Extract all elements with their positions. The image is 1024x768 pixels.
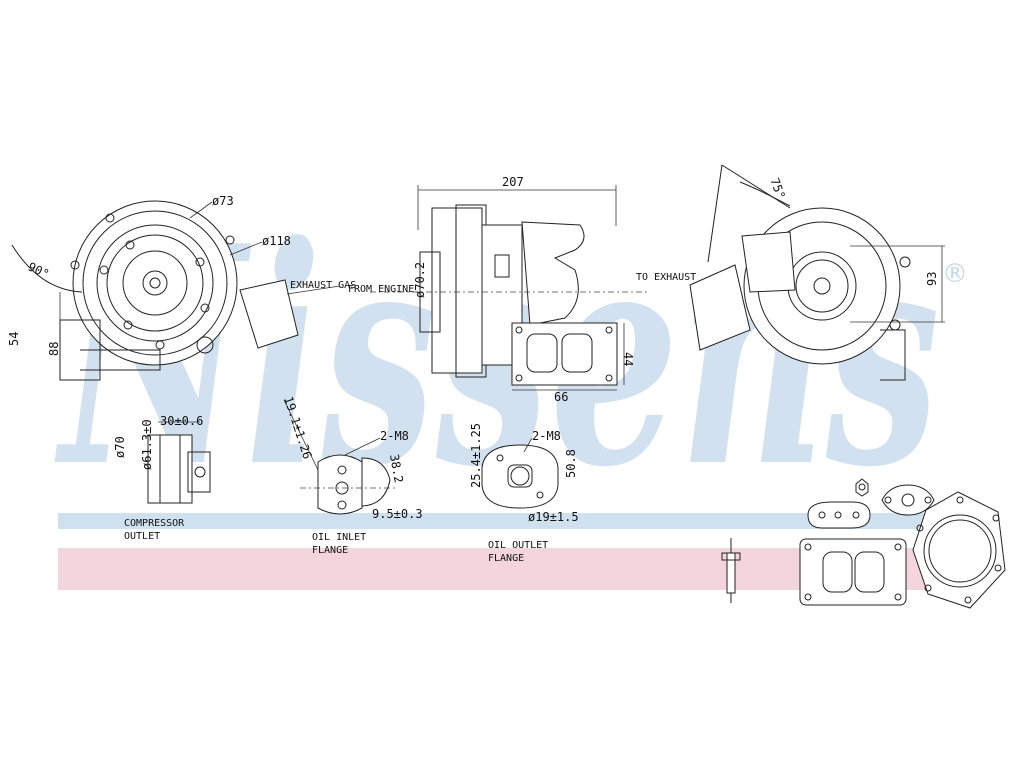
compressor-front-view xyxy=(11,200,299,381)
turbine-rear-view xyxy=(689,164,911,381)
dim-outlet-70: ø70 xyxy=(113,436,127,458)
dim-outlet-61: ø61.3±0 xyxy=(140,419,154,470)
oil-inlet-flange-detail xyxy=(283,399,395,515)
turbo-side-view xyxy=(370,204,650,386)
registered-mark: ® xyxy=(942,259,968,289)
label-oil-outlet-2: FLANGE xyxy=(488,553,524,564)
dim-oil-in-thread: 2-M8 xyxy=(380,429,409,443)
dim-flange-73: ø73 xyxy=(212,194,234,208)
dim-inlet-70: ø70.2 xyxy=(413,262,427,298)
label-oil-outlet-1: OIL OUTLET xyxy=(488,540,548,551)
label-compressor-outlet-1: COMPRESSOR xyxy=(124,518,185,529)
dim-oil-out-thread: 2-M8 xyxy=(532,429,561,443)
dim-flange-66: 66 xyxy=(554,390,568,404)
oil-outlet-flange-detail xyxy=(481,437,559,509)
dim-housing-118: ø118 xyxy=(262,234,291,248)
dim-outlet-30: 30±0.6 xyxy=(160,414,203,428)
dim-height-88: 88 xyxy=(47,342,61,356)
dim-length-207: 207 xyxy=(502,175,524,189)
blue-band xyxy=(58,513,978,529)
label-oil-inlet-2: FLANGE xyxy=(312,545,348,556)
label-oil-inlet-1: OIL INLET xyxy=(312,532,366,543)
dim-oil-in-bore: 9.5±0.3 xyxy=(372,507,423,521)
dim-right-93: 93 xyxy=(925,272,939,286)
note-arrow-c: TO EXHAUST xyxy=(636,272,696,283)
compressor-outlet-detail xyxy=(147,434,211,504)
gasket-parts xyxy=(721,478,1006,609)
dim-oil-out-bore: ø19±1.5 xyxy=(528,510,579,524)
note-arrow-a: EXHAUST GAS xyxy=(290,280,356,291)
dim-right-75: 75° xyxy=(767,176,788,201)
dim-angle-left: 90° xyxy=(26,259,52,281)
dim-oil-out-spacing: 50.8 xyxy=(564,449,578,478)
dim-flange-44: 44 xyxy=(621,352,635,366)
dim-oil-in-spacing: 38.2 xyxy=(387,453,406,484)
dim-side-54: 54 xyxy=(7,332,21,346)
note-arrow-b: FROM ENGINE xyxy=(348,284,414,295)
dim-oil-out-height: 25.4±1.25 xyxy=(469,423,483,488)
label-compressor-outlet-2: OUTLET xyxy=(124,531,160,542)
